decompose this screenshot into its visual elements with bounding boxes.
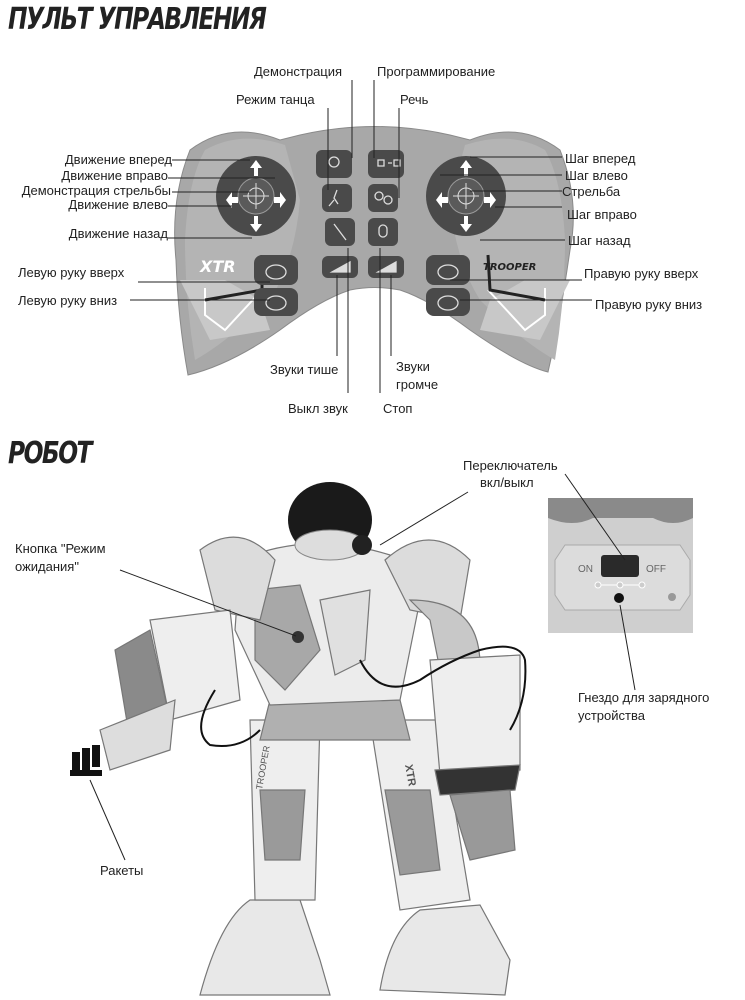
label-step-right: Шаг вправо	[567, 207, 637, 222]
label-move-forward: Движение вперед	[64, 152, 172, 167]
stop-button[interactable]	[368, 218, 398, 246]
remote-heading: ПУЛЬТ УПРАВЛЕНИЯ	[8, 2, 267, 37]
power-switch-panel: ON OFF	[548, 498, 693, 633]
programming-button[interactable]	[368, 150, 404, 178]
left-arm-up-button[interactable]	[254, 255, 298, 285]
label-shooting-demo: Демонстрация стрельбы	[21, 183, 171, 198]
label-charger-line1: Гнездо для зарядного	[578, 690, 710, 705]
label-demo: Демонстрация	[254, 64, 343, 79]
robot-heading: РОБОТ	[8, 436, 93, 471]
label-step-left: Шаг влево	[565, 168, 628, 183]
label-mute: Выкл звук	[288, 401, 348, 416]
left-dpad[interactable]	[216, 156, 296, 236]
charging-port	[614, 593, 624, 603]
standby-button[interactable]	[292, 631, 304, 643]
label-volume-down: Звуки тише	[270, 362, 339, 377]
remote-logo-trooper: TROOPER	[483, 262, 536, 273]
label-move-left: Движение влево	[68, 197, 168, 212]
right-arm-up-button[interactable]	[426, 255, 470, 285]
left-arm-down-button[interactable]	[254, 288, 298, 316]
label-step-back: Шаг назад	[568, 233, 631, 248]
label-shoot: Стрельба	[562, 184, 621, 199]
label-programming: Программирование	[377, 64, 496, 79]
remote-controller-illustration: XTR TROOPER	[130, 80, 592, 393]
label-standby-line1: Кнопка "Режим	[15, 541, 106, 556]
power-switch[interactable]	[601, 555, 639, 577]
label-move-right: Движение вправо	[61, 168, 168, 183]
label-standby-line2: ожидания"	[15, 559, 79, 574]
label-stop: Стоп	[383, 401, 413, 416]
svg-text:OFF: OFF	[646, 564, 666, 575]
label-volume-up-line1: Звуки	[396, 359, 430, 374]
label-step-forward: Шаг вперед	[565, 151, 636, 166]
label-left-arm-down: Левую руку вниз	[18, 293, 118, 308]
label-speech: Речь	[400, 92, 429, 107]
label-power-switch-line2: вкл/выкл	[480, 475, 534, 490]
svg-text:XTR: XTR	[402, 763, 418, 787]
label-right-arm-down: Правую руку вниз	[595, 297, 703, 312]
right-arm-down-button[interactable]	[426, 288, 470, 316]
label-dance-mode: Режим танца	[236, 92, 315, 107]
remote-logo-xtr: XTR	[199, 257, 236, 276]
label-left-arm-up: Левую руку вверх	[18, 265, 125, 280]
right-dpad[interactable]	[426, 156, 506, 236]
demo-button[interactable]	[316, 150, 352, 178]
svg-text:ON: ON	[578, 564, 593, 575]
label-rockets: Ракеты	[100, 863, 144, 878]
label-volume-up-line2: громче	[396, 377, 439, 392]
label-power-switch-line1: Переключатель	[463, 458, 558, 473]
label-move-back: Движение назад	[68, 226, 168, 241]
label-charger-line2: устройства	[578, 708, 645, 723]
label-right-arm-up: Правую руку вверх	[584, 266, 699, 281]
